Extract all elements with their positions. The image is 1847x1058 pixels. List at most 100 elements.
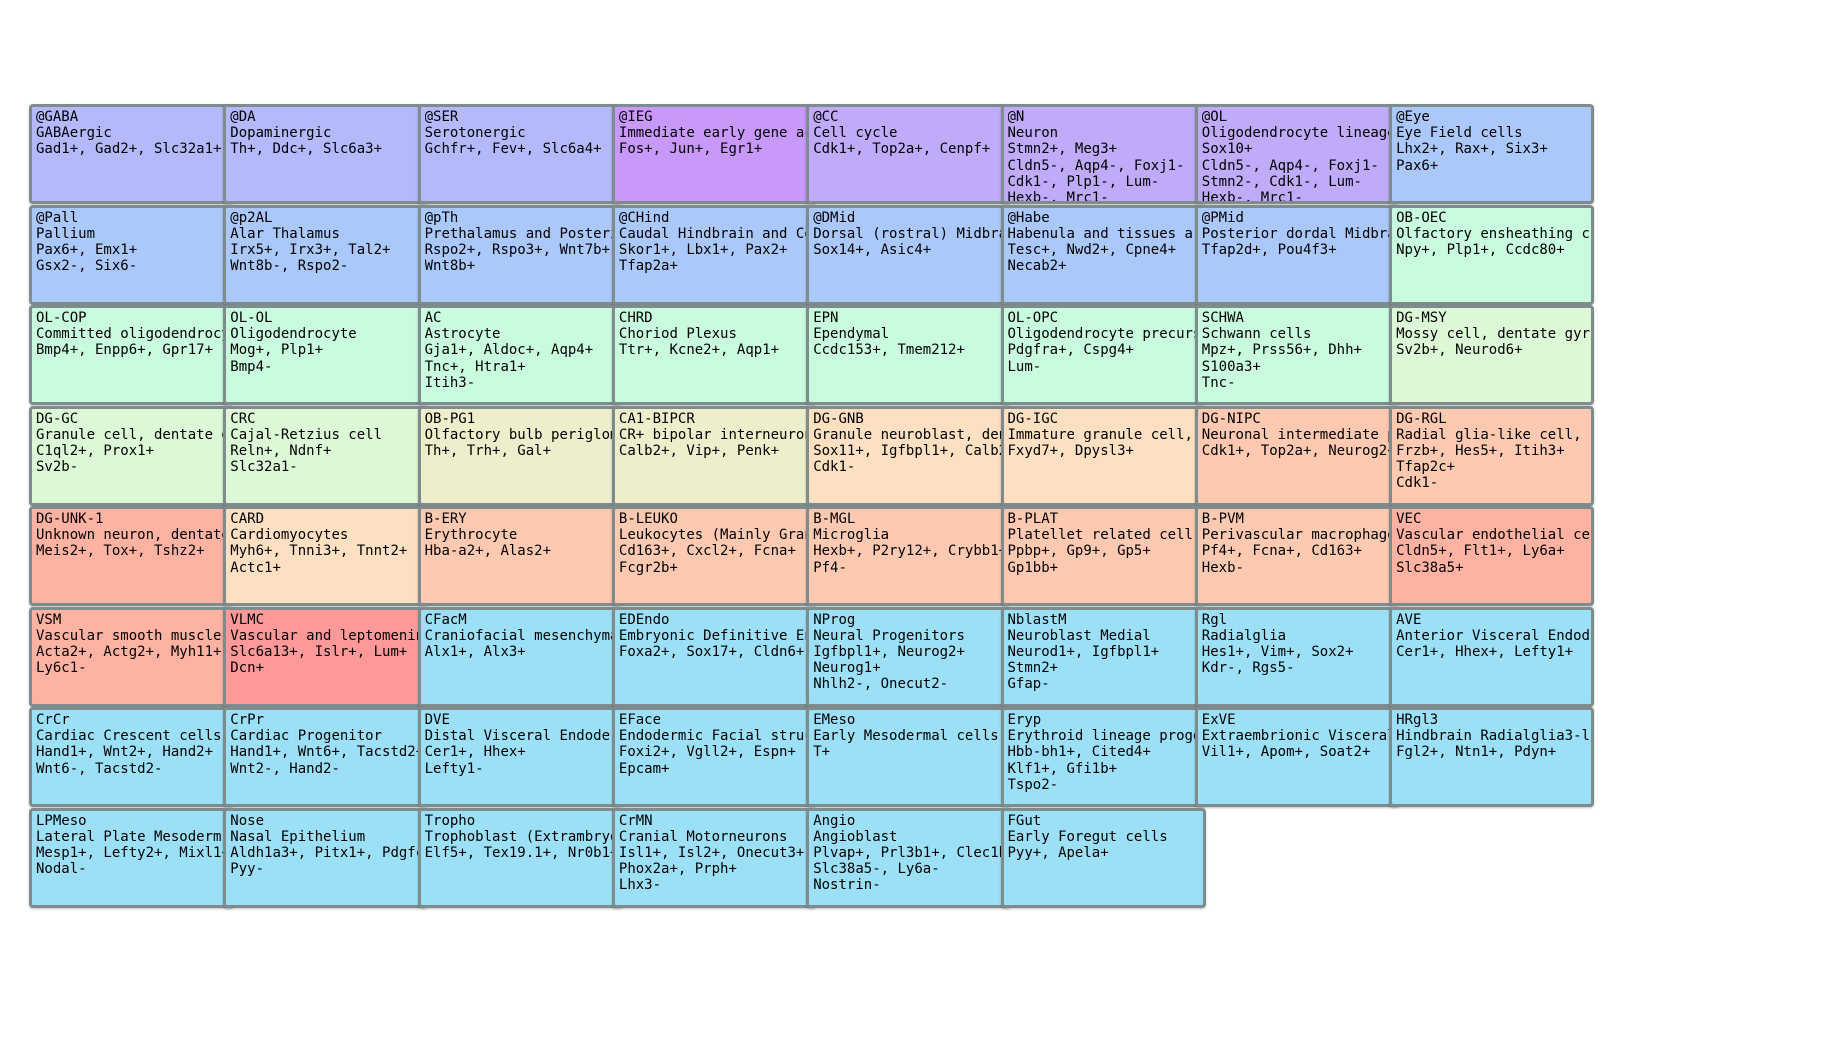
card-code: @CHind (618, 209, 670, 226)
card-markers: Ccdc153+, Tmem212+ (813, 342, 965, 359)
card-title: Neuroblast Medial (1007, 627, 1151, 644)
card-code: @DA (230, 109, 256, 125)
card-markers: Nodal- (36, 861, 87, 878)
card-markers: Pf4- (813, 559, 847, 576)
card-markers: Mesp1+, Lefty2+, Mixl1+ (36, 844, 230, 861)
card-markers: Hes1+, Vim+, Sox2+ (1201, 643, 1354, 660)
card-markers: Cdk1+, Top2a+, Cenpf+ (813, 141, 991, 158)
card-title: Schwann cells (1201, 326, 1312, 343)
card-markers: Aldh1a3+, Pitx1+, Pdgfc+ (230, 844, 426, 861)
card-markers: Lum- (1007, 358, 1042, 375)
card-code: DG-RGL (1396, 410, 1447, 427)
card-code: CFacM (424, 611, 467, 628)
card-code: VLMC (230, 611, 265, 628)
card-code: @IEG (618, 109, 653, 125)
card-title: Ependymal (813, 326, 890, 343)
card-code: @OL (1201, 109, 1228, 125)
card-markers: Klf1+, Gfi1b+ (1007, 760, 1118, 777)
card-code: DG-GNB (813, 410, 864, 427)
card-code: DG-MSY (1396, 310, 1447, 326)
card-title: Nasal Epithelium (230, 828, 366, 845)
card-markers: Nostrin- (813, 877, 881, 894)
card-title: Perivascular macrophage (1201, 527, 1396, 544)
card-markers: Th+, Trh+, Gal+ (424, 442, 552, 459)
card-title: Dorsal (rostral) Midbra (813, 225, 1008, 242)
card-markers: Slc32a1- (230, 459, 298, 476)
card-markers: Wnt2-, Hand2- (230, 760, 340, 777)
card-markers: Rspo2+, Rspo3+, Wnt7b+ (424, 241, 611, 258)
card-code: NProg (813, 611, 856, 628)
card-code: B-ERY (424, 511, 467, 527)
card-markers: Hba-a2+, Alas2+ (424, 543, 552, 560)
card-title: Habenula and tissues ar (1007, 225, 1202, 242)
card-markers: Lefty1- (424, 760, 484, 777)
card-code: Tropho (424, 812, 476, 829)
card-code: Rgl (1201, 611, 1228, 628)
card-code: EMeso (813, 712, 856, 728)
card-markers: Sox14+, Asic4+ (813, 241, 932, 258)
card-title: Radialglia (1201, 627, 1287, 644)
card-markers: Ppbp+, Gp9+, Gp5+ (1007, 543, 1151, 560)
card-title: Pallium (36, 225, 96, 242)
card-code: @SER (424, 109, 459, 125)
card-title: Prethalamus and Posteri (424, 225, 619, 242)
card-markers: Gja1+, Aldoc+, Aqp4+ (424, 342, 594, 359)
card-markers: Gchfr+, Fev+, Slc6a4+ (424, 141, 602, 158)
card-markers: Lhx2+, Rax+, Six3+ (1396, 141, 1548, 158)
card-markers: Hexb-, Mrc1- (1007, 190, 1109, 204)
card-code: CHRD (618, 310, 653, 326)
card-markers: Mpz+, Prss56+, Dhh+ (1201, 342, 1362, 359)
card-title: Olfactory ensheathing c (1396, 225, 1590, 242)
card-markers: Gsx2-, Six6- (36, 258, 138, 275)
card-code: CA1-BIPCR (618, 410, 695, 427)
card-title: Astrocyte (424, 326, 501, 343)
card-code: OL-COP (36, 310, 87, 326)
card-title: Caudal Hindbrain and Ce (618, 225, 813, 242)
card-markers: Kdr-, Rgs5- (1201, 660, 1295, 677)
card-title: Immediate early gene ac (618, 125, 813, 142)
card-markers: Pax6+ (1396, 157, 1439, 174)
card-title: Embryonic Definitive En (618, 627, 813, 644)
card-markers: Pyy+, Apela+ (1007, 844, 1109, 861)
card-markers: Th+, Ddc+, Slc6a3+ (230, 141, 383, 158)
card-title: Eye Field cells (1396, 125, 1523, 142)
card-title: Dopaminergic (230, 125, 332, 142)
card-title: Radial glia-like cell, (1396, 426, 1582, 443)
card-title: Cardiac Crescent cells (36, 728, 222, 745)
card-markers: Hexb+, P2ry12+, Crybb1+ (813, 543, 1008, 560)
card-code: CARD (230, 511, 265, 527)
card-title: Distal Visceral Endoder (424, 728, 619, 745)
card-code: Nose (230, 812, 265, 829)
card-markers: Pax6+, Emx1+ (36, 241, 138, 258)
card-markers: Tspo2- (1007, 776, 1059, 793)
card-code: SCHWA (1201, 310, 1244, 326)
card-title: Alar Thalamus (230, 225, 340, 242)
card-markers: Cdk1-, Plp1-, Lum- (1007, 173, 1160, 190)
card-title: Olfactory bulb periglom (424, 426, 619, 443)
card-markers: Stmn2+ (1007, 660, 1059, 677)
card-code: AVE (1396, 611, 1422, 628)
card-code: @GABA (36, 109, 79, 125)
card-markers: Cer1+, Hhex+, Lefty1+ (1396, 643, 1574, 660)
card-markers: Tfap2a+ (618, 258, 678, 275)
